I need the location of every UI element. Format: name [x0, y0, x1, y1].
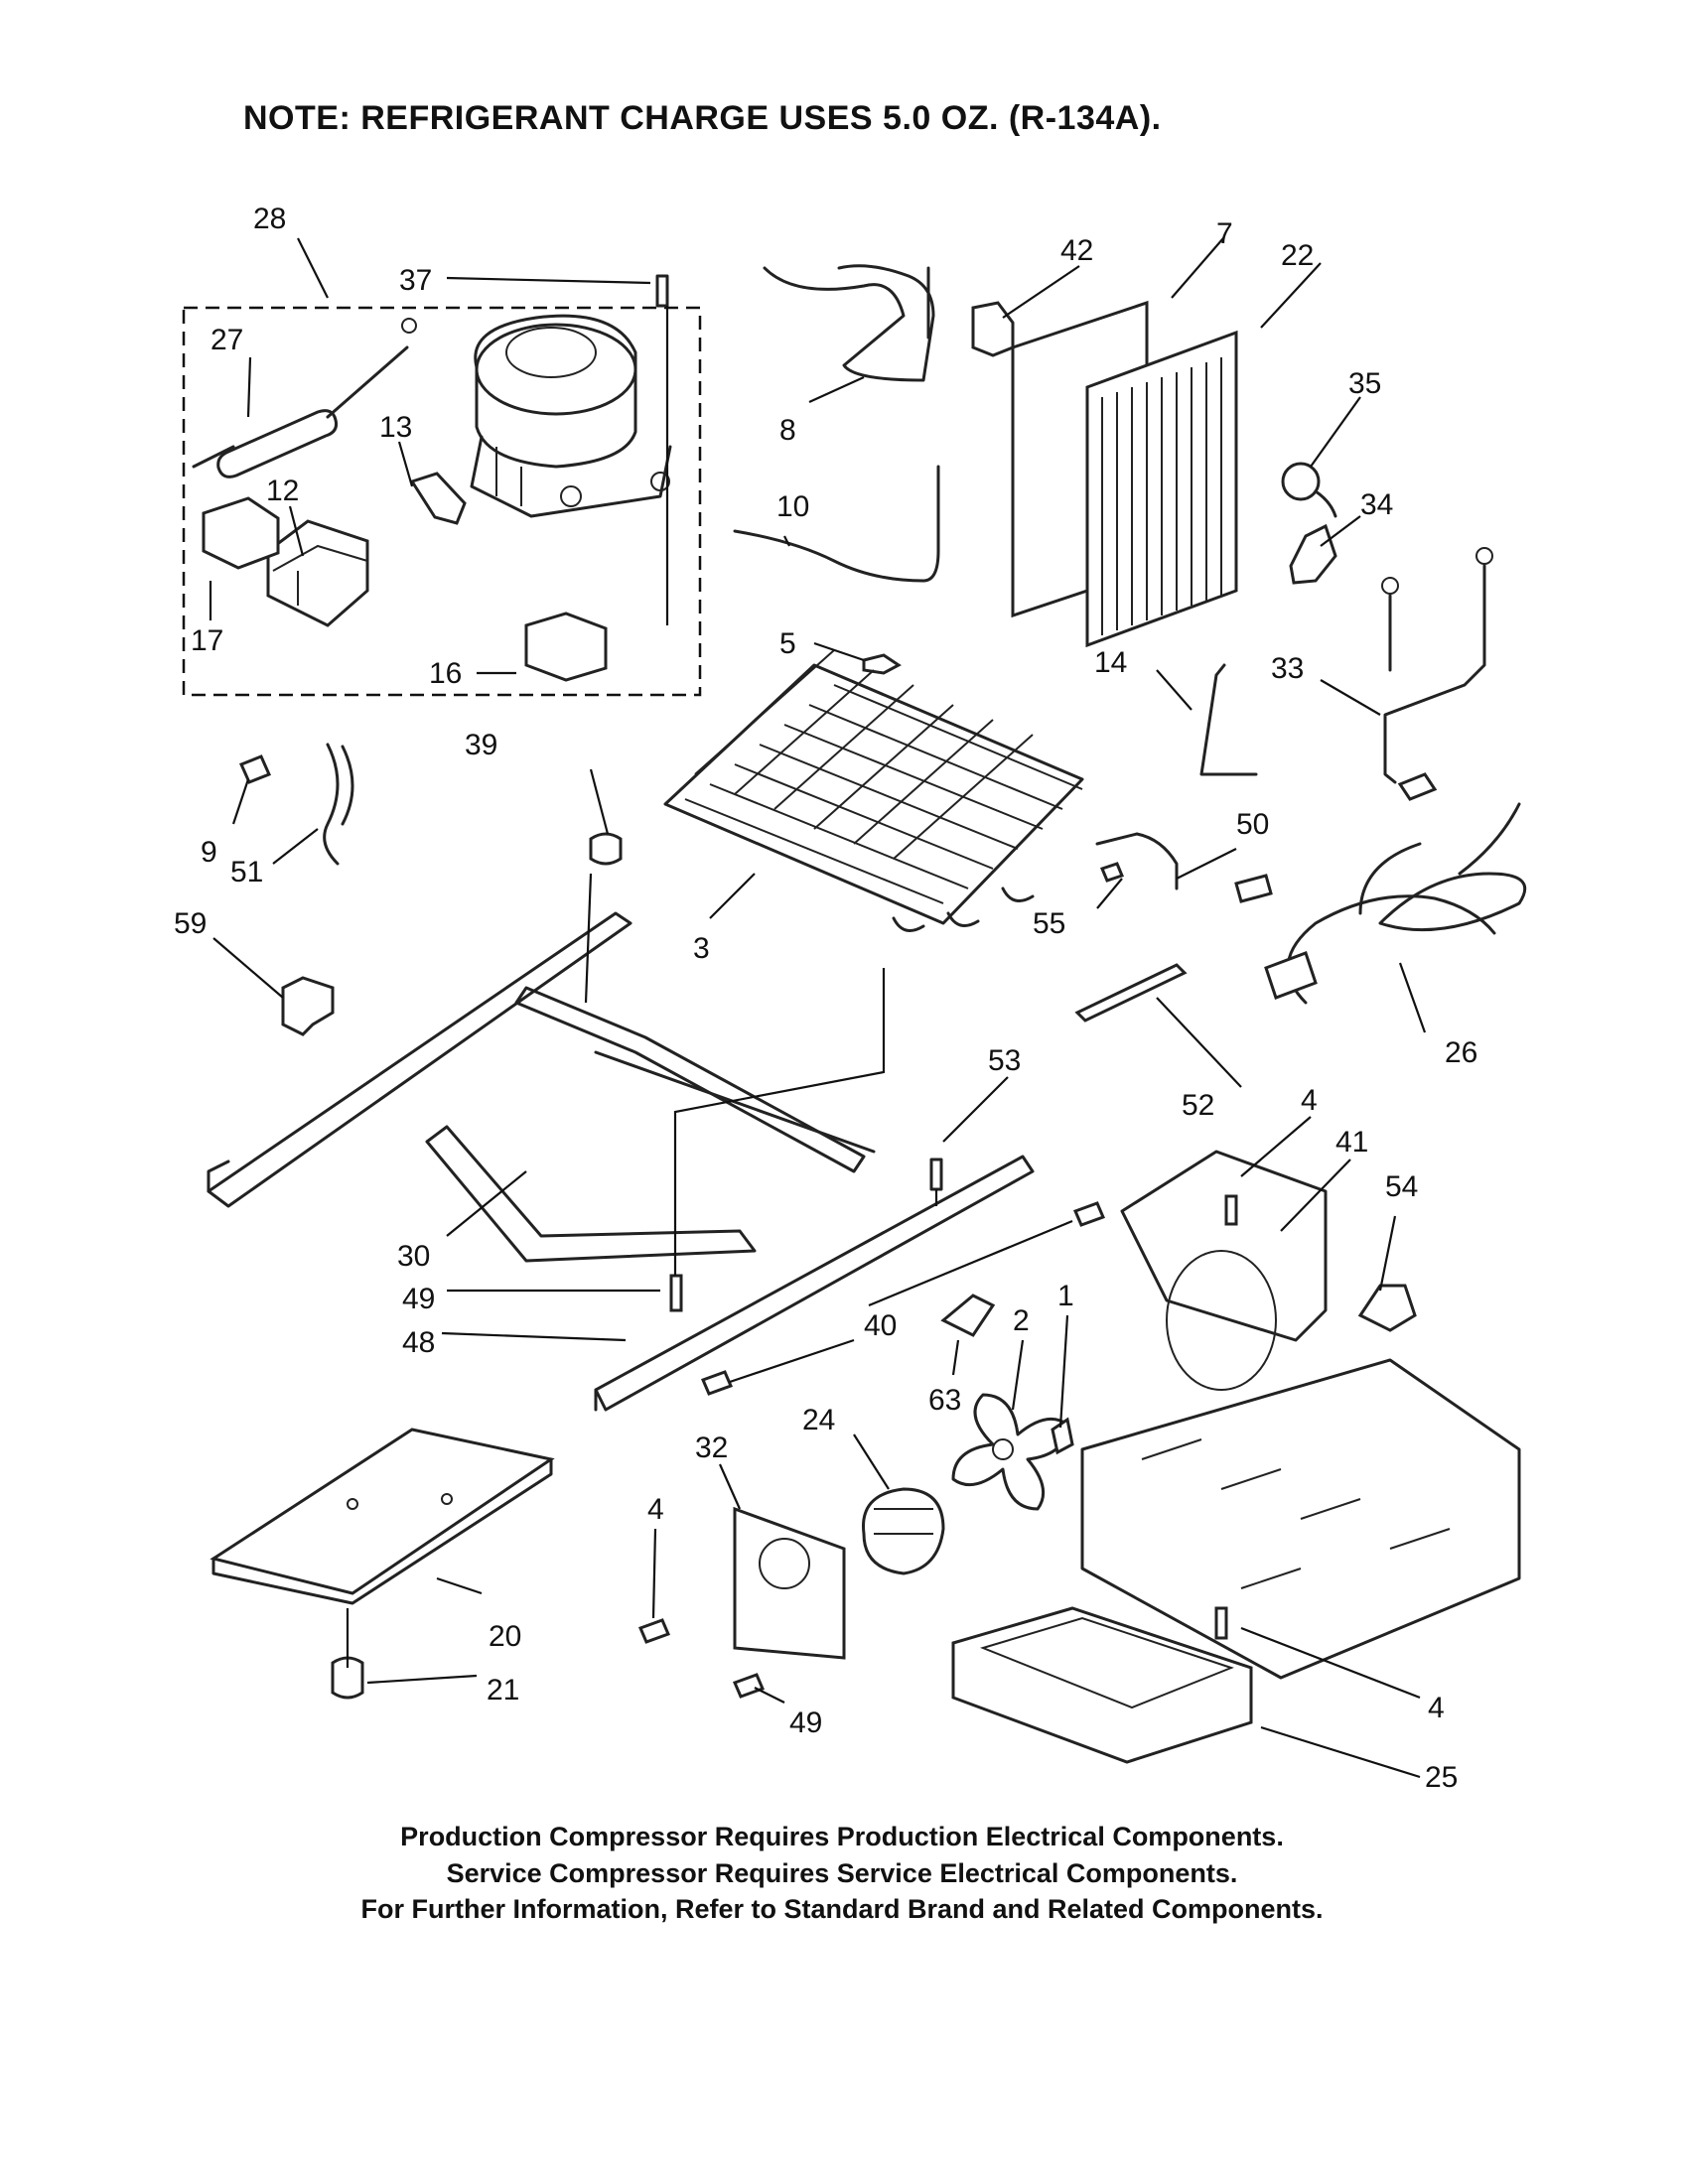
- spring: [331, 1656, 364, 1700]
- callout-13: 13: [379, 411, 412, 444]
- callout-52: 52: [1182, 1089, 1214, 1122]
- compressor: [470, 314, 672, 518]
- callout-24: 24: [802, 1404, 835, 1436]
- callout-33: 33: [1271, 652, 1304, 685]
- callout-63: 63: [928, 1384, 961, 1417]
- callout-54: 54: [1385, 1170, 1418, 1203]
- callout-42: 42: [1060, 234, 1093, 267]
- callout-14: 14: [1094, 646, 1127, 679]
- screw-55: [1099, 862, 1125, 883]
- callout-4c: 4: [1428, 1692, 1445, 1724]
- callout-50: 50: [1236, 808, 1269, 841]
- compressor-group-box: [182, 306, 702, 697]
- wire-connector: [1357, 1284, 1417, 1332]
- footer-line-2: Service Compressor Requires Service Elec…: [446, 1858, 1238, 1888]
- callout-10: 10: [776, 490, 809, 523]
- callout-51: 51: [230, 856, 263, 888]
- filter-drier: [192, 318, 417, 478]
- callout-labels: 28 37 27 13 12 17 16 8 10 42 7 22 35 34 …: [174, 203, 1477, 1794]
- screw-49a: [669, 1274, 683, 1312]
- motor-bracket: [733, 1506, 846, 1660]
- fan-bracket: [1051, 1417, 1074, 1455]
- callout-2: 2: [1013, 1304, 1030, 1337]
- defrost-tube: [1095, 832, 1179, 890]
- fan-shroud-base: [1080, 1150, 1521, 1680]
- callout-16: 16: [429, 657, 462, 690]
- condenser-tube: [733, 465, 940, 583]
- fan-coupling: [940, 1294, 996, 1337]
- callout-27: 27: [210, 324, 243, 356]
- callout-35: 35: [1348, 367, 1381, 400]
- screw-40a: [1072, 1201, 1106, 1227]
- callout-49b: 49: [789, 1706, 822, 1739]
- callout-39: 39: [465, 729, 497, 761]
- callout-59: 59: [174, 907, 207, 940]
- bolt-37: [655, 274, 669, 308]
- fan-motor: [862, 1487, 945, 1575]
- callout-25: 25: [1425, 1761, 1458, 1794]
- drain-tube: [323, 743, 354, 866]
- screw-49b: [732, 1673, 766, 1699]
- footer-line-1: Production Compressor Requires Productio…: [400, 1822, 1284, 1851]
- grommet: [589, 832, 623, 866]
- screw-4c: [1214, 1606, 1228, 1640]
- base-frame: [207, 911, 876, 1263]
- suction-tube: [763, 264, 935, 382]
- callout-48: 48: [402, 1326, 435, 1359]
- callout-7: 7: [1216, 217, 1233, 250]
- evaporator-clip: [862, 653, 902, 675]
- callout-22: 22: [1281, 239, 1314, 272]
- callout-17: 17: [191, 624, 223, 657]
- callout-5: 5: [779, 627, 796, 660]
- thermostat: [1281, 462, 1337, 518]
- callout-12: 12: [266, 475, 299, 507]
- wire-harness-33: [1381, 547, 1493, 784]
- condenser-clip: [971, 301, 1015, 357]
- fan-blade: [951, 1393, 1069, 1511]
- callout-26: 26: [1445, 1036, 1477, 1069]
- callout-3: 3: [693, 932, 710, 965]
- crossmember: [594, 1155, 1035, 1412]
- condenser-assembly: [1011, 300, 1238, 648]
- condenser-bracket: [1199, 663, 1258, 776]
- screw-40b: [700, 1370, 734, 1396]
- leader-lines: [209, 237, 1427, 1779]
- callout-20: 20: [489, 1620, 521, 1653]
- callout-49a: 49: [402, 1283, 435, 1315]
- callout-32: 32: [695, 1432, 728, 1464]
- callout-55: 55: [1033, 907, 1065, 940]
- callout-4a: 4: [1301, 1084, 1318, 1117]
- tie-strap: [1074, 963, 1188, 1023]
- base-plate: [210, 1428, 555, 1605]
- callout-30: 30: [397, 1240, 430, 1273]
- callout-53: 53: [988, 1044, 1021, 1077]
- callout-37: 37: [399, 264, 432, 297]
- cap: [238, 754, 272, 784]
- callout-1: 1: [1057, 1280, 1074, 1312]
- drain-clip: [281, 976, 335, 1036]
- screw-4b: [637, 1618, 671, 1644]
- callout-28: 28: [253, 203, 286, 235]
- diagram-note-title: NOTE: REFRIGERANT CHARGE USES 5.0 OZ. (R…: [243, 99, 1162, 137]
- screw-4a: [1224, 1194, 1238, 1226]
- overload-clip: [409, 472, 467, 525]
- callout-41: 41: [1335, 1126, 1368, 1159]
- evaporator-coil: [663, 649, 1084, 932]
- footer-line-3: For Further Information, Refer to Standa…: [360, 1894, 1324, 1924]
- callout-9: 9: [201, 836, 217, 869]
- start-relay: [266, 519, 369, 627]
- drain-pan: [951, 1606, 1253, 1764]
- callout-8: 8: [779, 414, 796, 447]
- callout-34: 34: [1360, 488, 1393, 521]
- callout-21: 21: [487, 1674, 519, 1706]
- callout-4b: 4: [647, 1493, 664, 1526]
- power-cord-harness: [1234, 772, 1527, 1005]
- thermostat-bracket: [1289, 523, 1337, 585]
- screw-53: [929, 1158, 943, 1191]
- callout-40: 40: [864, 1309, 897, 1342]
- overload-protector: [524, 612, 608, 682]
- relay-cover: [202, 496, 280, 570]
